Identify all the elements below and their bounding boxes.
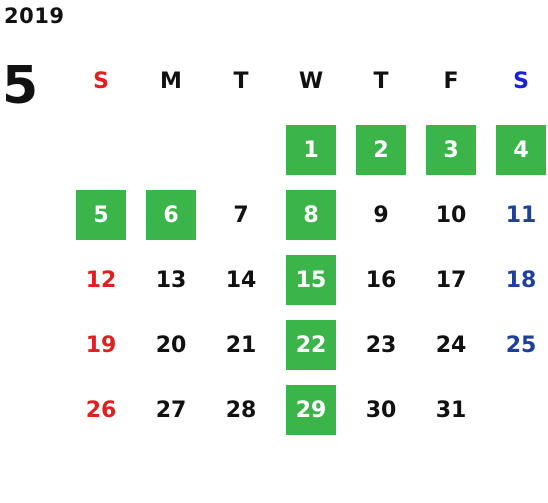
day-cell-29[interactable]: 29 xyxy=(286,385,336,435)
day-cell-7[interactable]: 7 xyxy=(233,202,249,228)
day-cell-27[interactable]: 27 xyxy=(155,397,187,423)
day-cell-6[interactable]: 6 xyxy=(146,190,196,240)
weekday-header-saturday: S xyxy=(513,68,529,94)
year-label: 2019 xyxy=(4,4,65,28)
weekday-header-sunday: S xyxy=(93,68,109,94)
day-cell-13[interactable]: 13 xyxy=(155,267,187,293)
day-cell-15[interactable]: 15 xyxy=(286,255,336,305)
day-cell-30[interactable]: 30 xyxy=(365,397,397,423)
day-cell-9[interactable]: 9 xyxy=(373,202,389,228)
day-cell-24[interactable]: 24 xyxy=(435,332,467,358)
day-cell-2[interactable]: 2 xyxy=(356,125,406,175)
day-cell-16[interactable]: 16 xyxy=(365,267,397,293)
day-cell-3[interactable]: 3 xyxy=(426,125,476,175)
day-cell-8[interactable]: 8 xyxy=(286,190,336,240)
day-cell-18[interactable]: 18 xyxy=(505,267,537,293)
day-cell-10[interactable]: 10 xyxy=(435,202,467,228)
day-cell-12[interactable]: 12 xyxy=(85,267,117,293)
day-cell-5[interactable]: 5 xyxy=(76,190,126,240)
weekday-header-friday: F xyxy=(443,68,459,94)
day-cell-23[interactable]: 23 xyxy=(365,332,397,358)
month-number: 5 xyxy=(2,56,39,116)
weekday-header-monday: M xyxy=(160,68,182,94)
day-cell-28[interactable]: 28 xyxy=(225,397,257,423)
day-cell-21[interactable]: 21 xyxy=(225,332,257,358)
day-cell-22[interactable]: 22 xyxy=(286,320,336,370)
weekday-header-tuesday: T xyxy=(233,68,249,94)
day-cell-19[interactable]: 19 xyxy=(85,332,117,358)
day-cell-14[interactable]: 14 xyxy=(225,267,257,293)
day-cell-26[interactable]: 26 xyxy=(85,397,117,423)
weekday-header-wednesday: W xyxy=(298,68,324,94)
day-cell-17[interactable]: 17 xyxy=(435,267,467,293)
day-cell-11[interactable]: 11 xyxy=(505,202,537,228)
day-cell-25[interactable]: 25 xyxy=(505,332,537,358)
day-cell-4[interactable]: 4 xyxy=(496,125,546,175)
day-cell-20[interactable]: 20 xyxy=(155,332,187,358)
day-cell-31[interactable]: 31 xyxy=(435,397,467,423)
weekday-header-thursday: T xyxy=(373,68,389,94)
day-cell-1[interactable]: 1 xyxy=(286,125,336,175)
